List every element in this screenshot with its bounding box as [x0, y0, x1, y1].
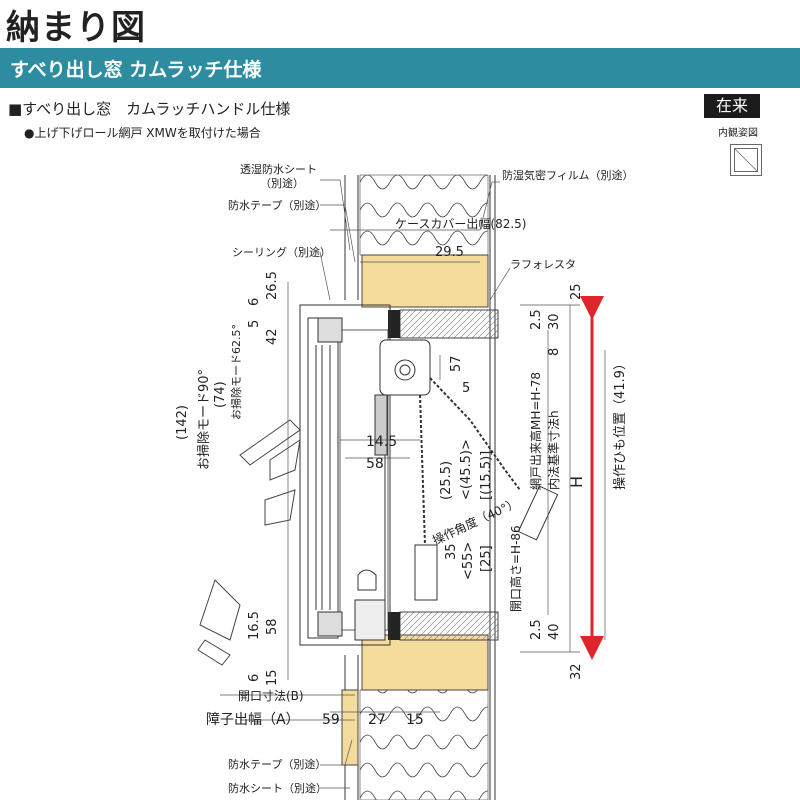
elevation-caption: 内観姿図	[718, 128, 758, 139]
dim-165: 16.5	[247, 611, 262, 640]
trim-left-bottom	[388, 612, 400, 640]
dim-r40: 40	[547, 623, 562, 640]
label-opening-b: 開口寸法(B)	[238, 689, 304, 703]
dim-5: 5	[247, 320, 262, 328]
dim-58a: 58	[366, 456, 384, 472]
dimension-lines	[220, 229, 606, 721]
label-tape-bottom: 防水テープ（別途）	[228, 757, 326, 771]
dim-58b: 58	[265, 618, 280, 635]
dim-angle: 操作角度（40°）	[430, 495, 521, 548]
banner-title: すべり出し窓 カムラッチ仕様	[10, 59, 262, 81]
label-sheet-bottom: 防水シート（別途）	[228, 781, 327, 795]
label-sheet-separate: （別途）	[260, 176, 304, 190]
drawing-heading: ■すべり出し窓 カムラッチハンドル仕様	[8, 100, 291, 118]
label-film: 防湿気密フィルム（別途）	[502, 168, 634, 182]
pull-cord-lower	[419, 394, 426, 546]
dim-inner-std: 内法基準寸法h	[546, 410, 561, 490]
section-banner: すべり出し窓 カムラッチ仕様	[0, 48, 800, 88]
dim-6b: 6	[247, 674, 262, 682]
dim-r30: 30	[547, 313, 562, 330]
window-elevation-icon	[730, 144, 762, 176]
dim-mode625: お掃除モード62.5°	[229, 324, 243, 420]
dim-mode90: お掃除モード90°	[196, 369, 212, 470]
dim-open-height: 開口高さ=H-86	[508, 525, 523, 612]
dim-r25c: 2.5	[529, 619, 544, 640]
dim-net-height: 網戸出来高MH=H-78	[528, 372, 543, 490]
section-drawing: 透湿防水シート （別途） 防水テープ（別途） シーリング（別途） 防湿気密フィル…	[175, 162, 634, 800]
dim-5b: 5	[462, 381, 470, 396]
dim-15: 15	[265, 669, 280, 686]
insulation-bottom	[359, 689, 489, 800]
dim-r25: 2.5	[529, 309, 544, 330]
label-tape-top: 防水テープ（別途）	[228, 198, 326, 212]
cord-handle-angled	[517, 485, 559, 541]
trim-left-top	[388, 310, 400, 338]
insulation-top	[359, 174, 489, 256]
dim-74: (74)	[213, 381, 228, 408]
header-timber	[361, 254, 489, 308]
dim-255: (25.5)	[439, 461, 454, 500]
dim-r8: 8	[547, 348, 562, 356]
window-frame	[299, 304, 391, 646]
leader-lines	[319, 179, 511, 789]
dim-455: <(45.5)>	[459, 439, 474, 500]
drawing-subheading: ●上げ下げロール網戸 XMWを取付けた場合	[24, 126, 261, 140]
page-title: 納まり図	[6, 8, 146, 48]
trim-top	[399, 309, 499, 339]
dim-42: 42	[265, 328, 280, 345]
type-badge: 在来	[704, 94, 760, 118]
dim-15b: 15	[406, 712, 424, 728]
dim-r25top: 25	[569, 283, 584, 300]
dim-59: 59	[322, 712, 340, 728]
dim-57: 57	[449, 355, 464, 372]
label-case-cover: ケースカバー出幅(82.5)	[395, 216, 526, 231]
dim-155: [(15.5)]	[479, 451, 494, 500]
lock-handle	[357, 569, 377, 591]
trim-bottom	[399, 611, 499, 641]
cord-handle	[414, 544, 438, 601]
dim-6a: 6	[247, 298, 262, 306]
dim-r32: 32	[569, 663, 584, 680]
label-shoji-a: 障子出幅（A）	[206, 712, 300, 728]
open-sash	[197, 419, 301, 666]
dim-cord-pos: 操作ひも位置（41.9）	[612, 357, 628, 490]
screen-case	[379, 339, 431, 396]
label-sheet: 透湿防水シート	[240, 162, 317, 176]
sill-timber	[361, 634, 489, 691]
dim-35: 35	[444, 543, 459, 560]
label-sealing: シーリング（別途）	[232, 245, 331, 259]
lower-spacer	[341, 689, 359, 766]
dim-142: (142)	[175, 405, 190, 440]
dim-265: 26.5	[265, 271, 280, 300]
dim-55: <55>	[461, 542, 476, 580]
pull-cord	[429, 377, 521, 491]
dim-145: 14.5	[366, 434, 397, 450]
label-lath: ラフォレスタ	[510, 258, 576, 271]
dim-25b: [25]	[479, 545, 494, 572]
dim-h: H	[567, 476, 586, 488]
label-dim-295: 29.5	[435, 245, 464, 260]
dim-27: 27	[368, 712, 386, 728]
